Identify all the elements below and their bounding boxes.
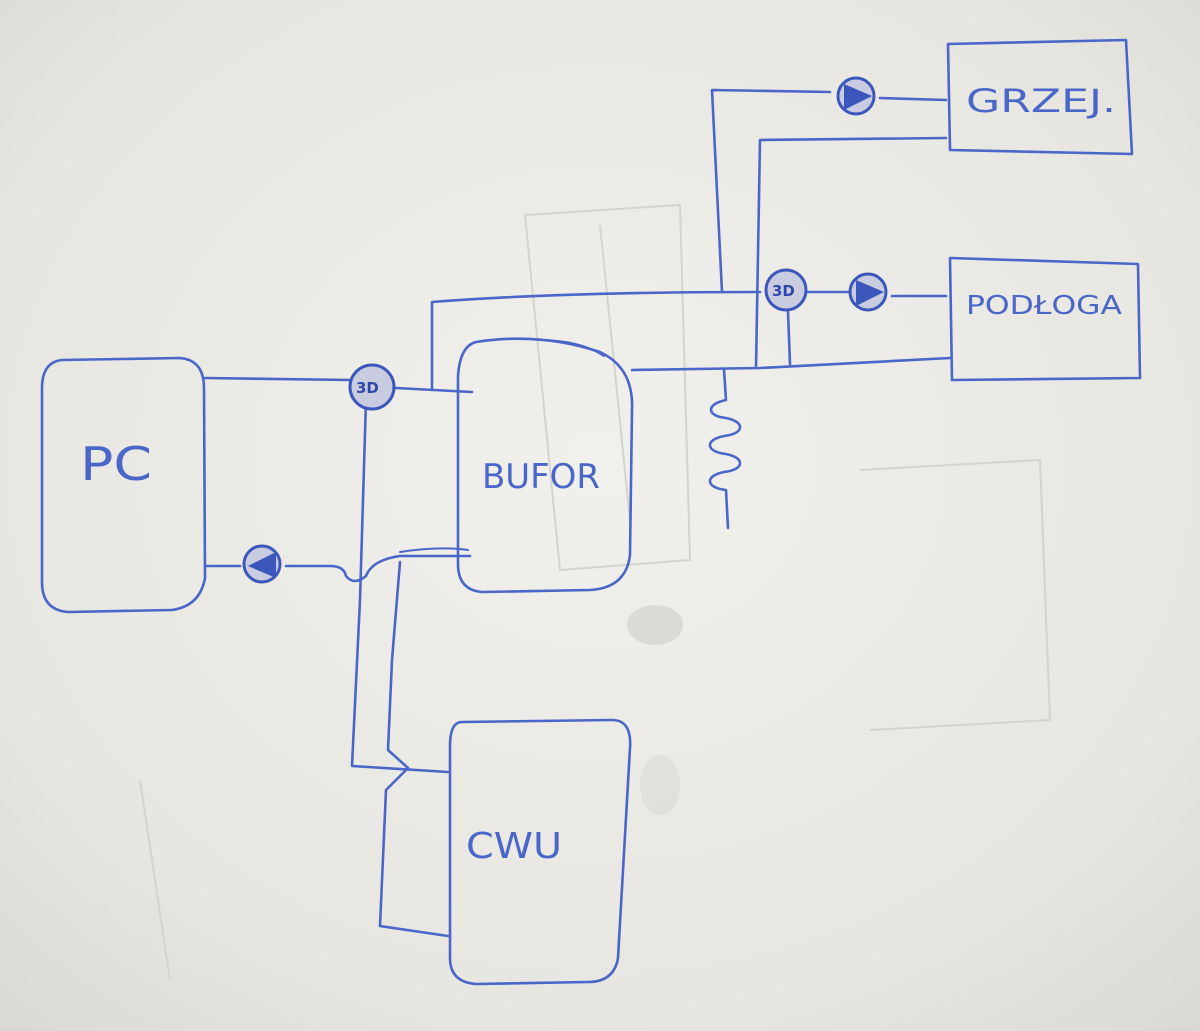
valve-upper-label: 3D (772, 282, 795, 300)
bufor-top-stroke (537, 339, 605, 357)
show-through-marks (139, 203, 1052, 981)
podloga-box (948, 256, 1142, 382)
three-way-valve-main: 3D (348, 363, 396, 411)
cwu-label: CWU (466, 826, 562, 867)
grzej-box (946, 38, 1134, 156)
pump-return-pc-icon (242, 544, 282, 584)
pump-podloga-icon (848, 272, 888, 312)
grzej-label: GRZEJ. (966, 82, 1116, 120)
valve-main-label: 3D (356, 379, 379, 397)
bufor-label: BUFOR (482, 457, 600, 497)
pc-box (40, 356, 207, 614)
bufor-box (456, 337, 634, 594)
cwu-box (448, 718, 632, 986)
three-way-valve-upper: 3D (764, 268, 808, 312)
pump-grzej-icon (836, 76, 876, 116)
podloga-label: PODŁOGA (966, 291, 1122, 321)
pc-label: PC (80, 437, 152, 491)
pipes (202, 88, 952, 938)
